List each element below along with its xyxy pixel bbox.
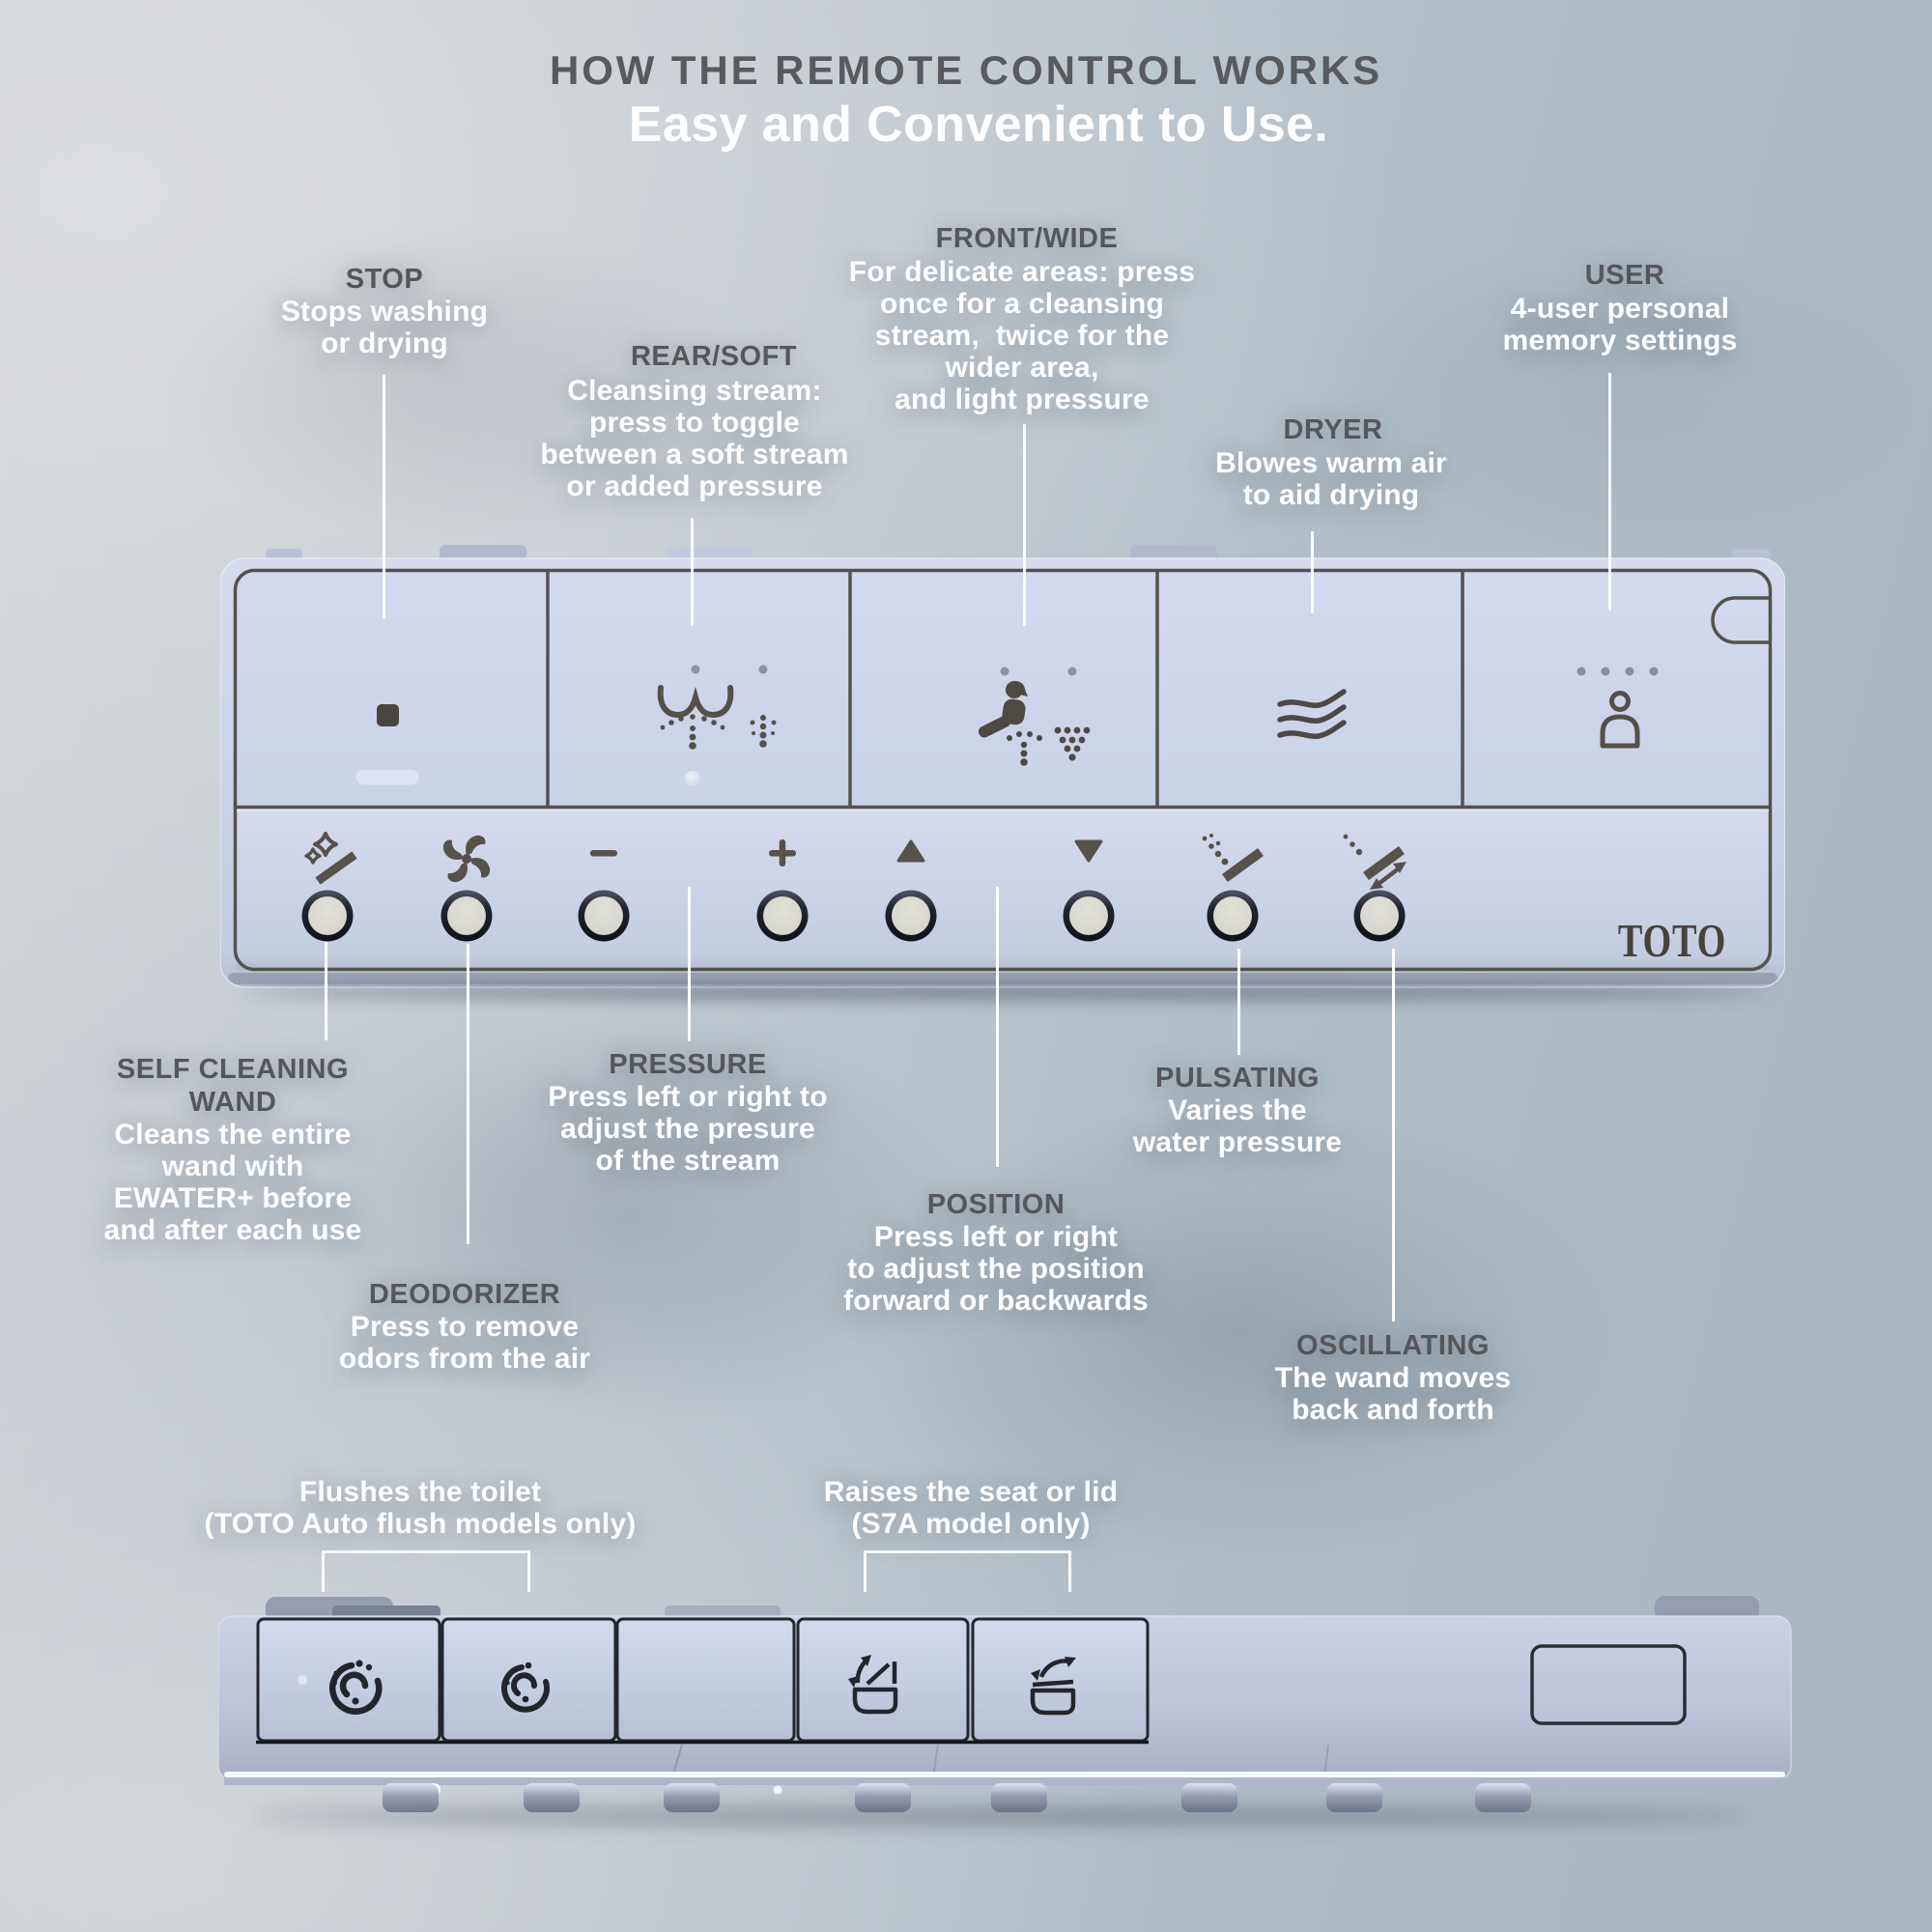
svg-text:TOTO: TOTO	[1618, 915, 1726, 968]
